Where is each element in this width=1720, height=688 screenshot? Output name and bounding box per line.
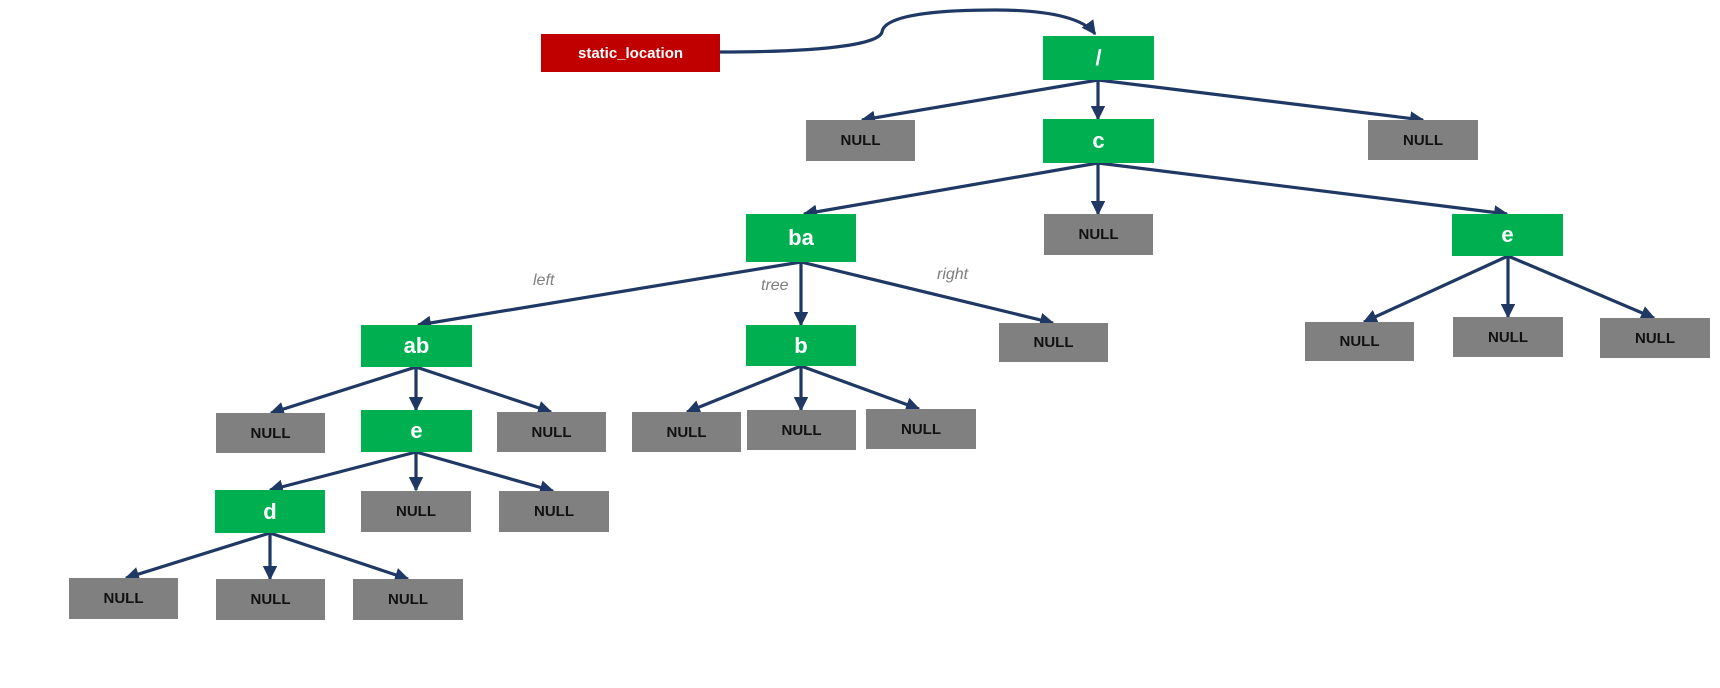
null-node: NULL (866, 409, 976, 449)
edge-c-left (802, 161, 1099, 219)
null-node: NULL (499, 491, 609, 532)
null-node: NULL (361, 491, 471, 532)
null-node: NULL (806, 120, 915, 161)
node-c: c (1043, 119, 1154, 163)
null-node: NULL (1453, 317, 1563, 357)
edge-ba-right (800, 260, 1055, 327)
node-e-right: e (1452, 214, 1563, 256)
pointer-edge (719, 8, 1097, 54)
edge-label-tree: tree (761, 277, 789, 294)
null-node: NULL (353, 579, 463, 620)
edge-e2-right (415, 450, 555, 495)
node-root: / (1043, 36, 1154, 80)
edge-d-right (269, 531, 410, 582)
null-node: NULL (216, 579, 325, 620)
edge-ab-left (269, 365, 417, 416)
node-b: b (746, 325, 856, 366)
null-node: NULL (216, 413, 325, 453)
edge-b-left (685, 364, 802, 414)
node-e-left: e (361, 410, 472, 452)
null-node: NULL (1044, 214, 1153, 255)
edge-d-left (124, 531, 271, 582)
null-node: NULL (999, 323, 1108, 362)
node-ba: ba (746, 214, 856, 262)
null-node: NULL (69, 578, 178, 619)
node-ab: ab (361, 325, 472, 367)
edge-c-right (1097, 161, 1509, 220)
edge-b-right (800, 364, 921, 412)
null-node: NULL (632, 412, 741, 452)
node-d: d (215, 490, 325, 533)
static-location-pointer: static_location (541, 34, 720, 72)
edge-ab-right (415, 365, 553, 415)
null-node: NULL (1600, 318, 1710, 358)
edge-e1-left (1362, 254, 1509, 324)
edge-root-right (1097, 78, 1425, 126)
edge-ba-left (416, 260, 802, 331)
edge-label-left: left (533, 272, 555, 289)
null-node: NULL (1305, 322, 1414, 361)
edge-e1-right (1507, 254, 1656, 320)
edge-root-left (860, 78, 1099, 125)
null-node: NULL (747, 410, 856, 450)
null-node: NULL (1368, 120, 1478, 160)
edge-e2-left (268, 450, 417, 494)
edge-label-right: right (937, 266, 969, 283)
null-node: NULL (497, 412, 606, 452)
